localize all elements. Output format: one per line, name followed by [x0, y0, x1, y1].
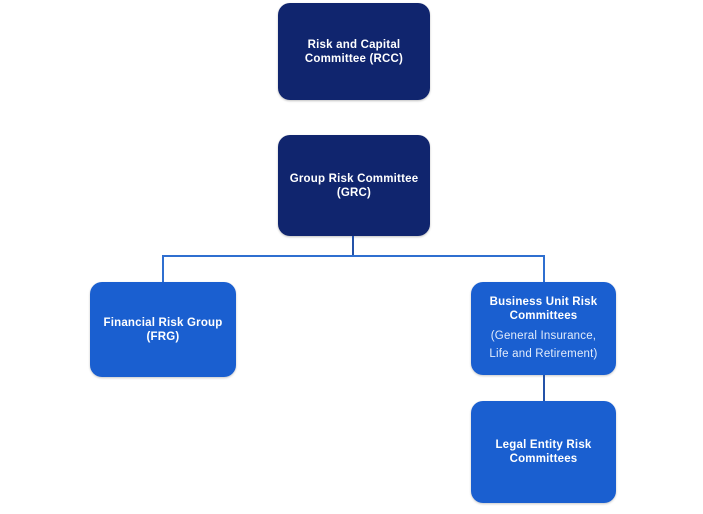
node-financial-risk-group[interactable]: Financial Risk Group (FRG)	[90, 282, 236, 377]
node-subtitle-burc: (General Insurance, Life and Retirement)	[489, 329, 598, 360]
node-business-unit-risk-committees[interactable]: Business Unit Risk Committees (General I…	[471, 282, 616, 375]
connector-bus-to-financial-risk-group	[162, 255, 164, 283]
connector-bus-to-business-unit-risk-committees	[543, 255, 545, 283]
node-title-grc: Group Risk Committee (GRC)	[289, 172, 419, 199]
connector-business-unit-to-legal-entity	[543, 375, 545, 402]
connector-horizontal-bus	[162, 255, 545, 257]
node-title-frg: Financial Risk Group (FRG)	[103, 316, 223, 343]
node-title-burc: Business Unit Risk Committees	[489, 295, 598, 322]
node-risk-and-capital-committee[interactable]: Risk and Capital Committee (RCC)	[278, 3, 430, 100]
node-title-rcc: Risk and Capital Committee (RCC)	[304, 38, 404, 65]
node-title-lerc: Legal Entity Risk Committees	[495, 439, 592, 465]
connector-grc-stem	[352, 236, 354, 256]
node-group-risk-committee[interactable]: Group Risk Committee (GRC)	[278, 135, 430, 236]
node-legal-entity-risk-committees[interactable]: Legal Entity Risk Committees	[471, 401, 616, 503]
